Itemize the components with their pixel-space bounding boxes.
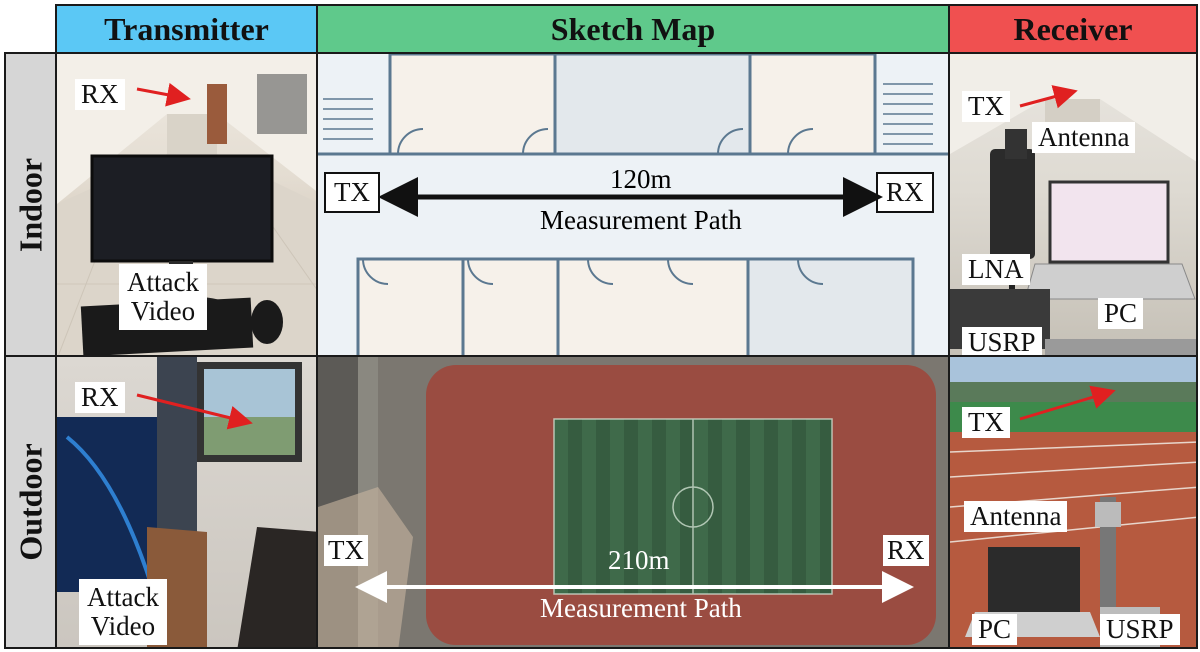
outdoor-attack-line2: Video [90,611,156,642]
indoor-pc-label: PC [1098,298,1144,330]
outdoor-usrp-label: USRP [1100,614,1180,646]
outdoor-sketch-tx-label: TX [324,535,368,566]
outdoor-rx-tx-label: TX [962,407,1010,439]
floor-plan [318,54,948,355]
outdoor-row-label: Outdoor [4,355,57,649]
indoor-path-label: Measurement Path [540,205,742,235]
outdoor-attack-line1: Attack [87,582,159,612]
hallway-scene [57,54,316,355]
outdoor-receiver-photo: TX Antenna PC USRP [948,355,1198,649]
indoor-transmitter-photo: RX Attack Video [55,52,318,357]
outdoor-sketch-map: TX RX 210m Measurement Path [316,355,950,649]
indoor-measurement-arrow [378,177,883,217]
indoor-attack-line2: Video [130,296,196,327]
outdoor-path-label: Measurement Path [540,593,742,623]
indoor-distance-label: 120m [610,164,672,194]
receiver-header: Receiver [948,4,1198,54]
indoor-tx-rx-label: RX [75,79,125,111]
outdoor-row-text: Outdoor [12,443,48,561]
receiver-lab-scene [950,54,1196,355]
outdoor-distance-label: 210m [608,545,670,575]
outdoor-rx-red-arrow [1019,385,1116,421]
transmitter-header-label: Transmitter [104,10,269,47]
indoor-sketch-tx-box: TX [324,172,380,214]
indoor-sketch-rx-box: RX [876,172,934,214]
indoor-usrp-label: USRP [962,327,1042,355]
indoor-lna-label: LNA [962,254,1030,286]
indoor-row-label: Indoor [4,52,57,357]
outdoor-tx-red-arrow [136,393,253,430]
outdoor-measurement-arrow [355,571,914,603]
indoor-row-text: Indoor [12,157,48,252]
indoor-tx-red-arrow [136,82,191,107]
transmitter-header: Transmitter [55,4,318,54]
indoor-rx-tx-label: TX [962,91,1010,123]
outdoor-attack-video-label: Attack Video [79,579,167,646]
outdoor-sketch-rx-label: RX [883,535,929,566]
indoor-attack-line1: Attack [127,267,199,297]
indoor-attack-video-label: Attack Video [119,264,207,331]
indoor-rx-red-arrow [1019,85,1078,109]
indoor-antenna-label: Antenna [1032,122,1136,154]
sketch-map-header-label: Sketch Map [550,10,716,47]
indoor-receiver-photo: TX Antenna LNA PC USRP [948,52,1198,357]
outdoor-tx-rx-label: RX [75,382,125,414]
outdoor-antenna-label: Antenna [964,501,1068,533]
outdoor-transmitter-photo: RX Attack Video [55,355,318,649]
sketch-map-header: Sketch Map [316,4,950,54]
outdoor-pc-label: PC [972,614,1018,646]
indoor-sketch-map: TX RX 120m Measurement Path [316,52,950,357]
receiver-header-label: Receiver [1013,10,1133,47]
